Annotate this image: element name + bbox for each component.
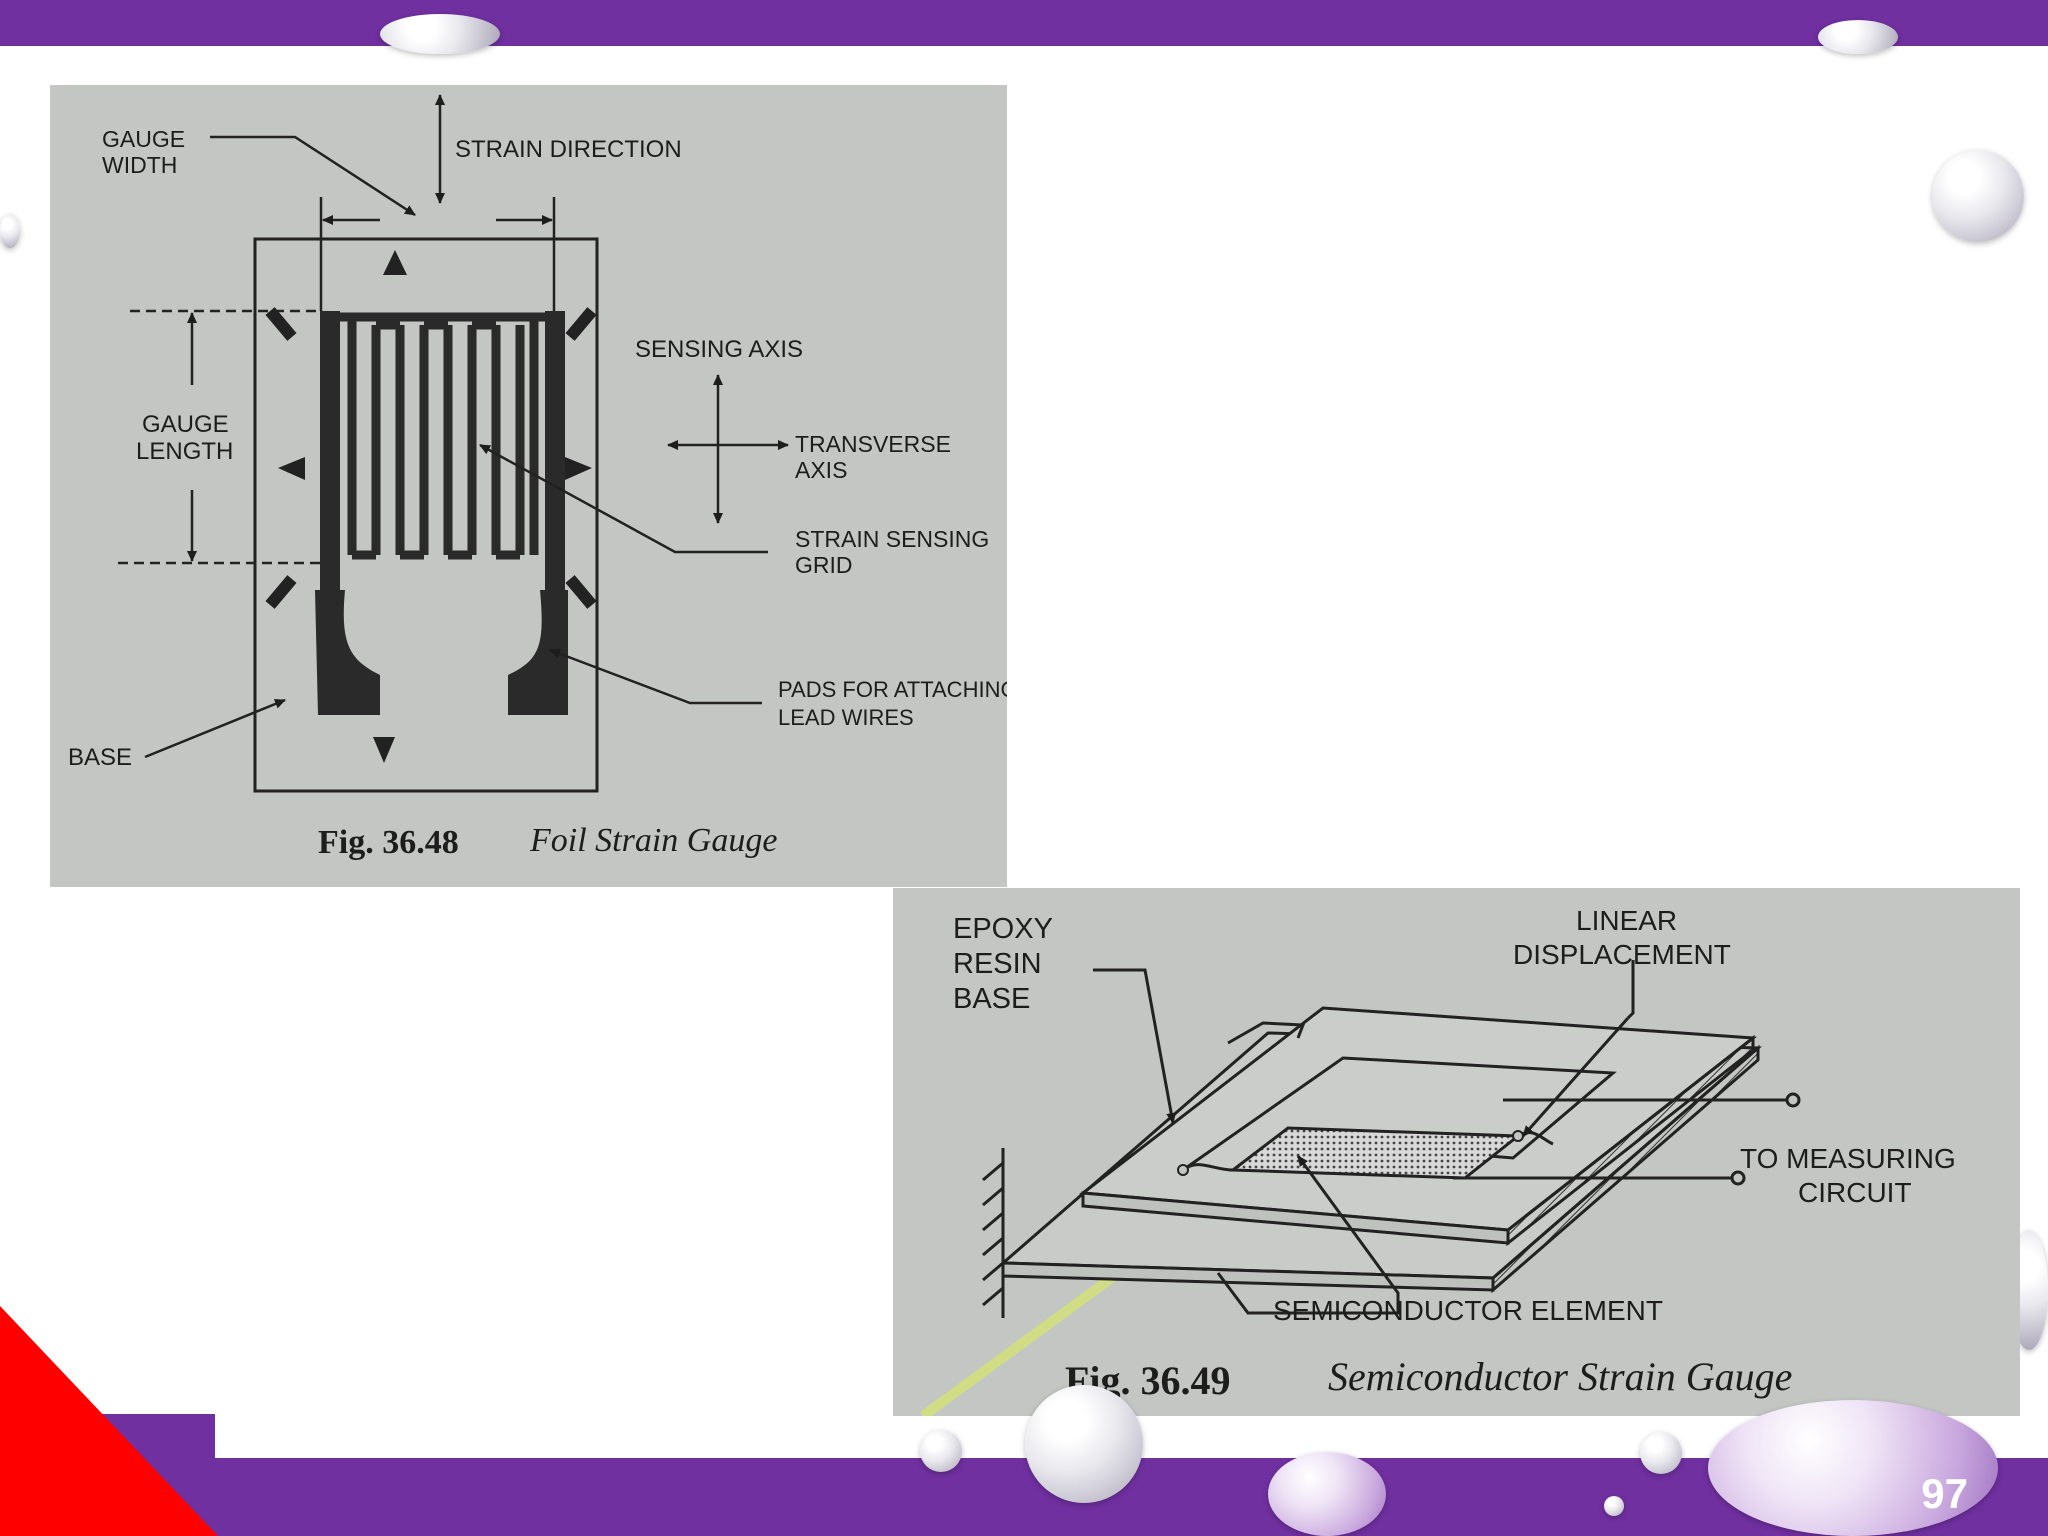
semiconductor-strain-gauge-diagram: EPOXY RESIN BASE LINEAR DISPLACEMENT TO … (920, 905, 1956, 1416)
figure-caption-number: Fig. 36.48 (318, 824, 459, 861)
bubble-decoration (1708, 1400, 1998, 1536)
figure-caption-title: Foil Strain Gauge (529, 822, 777, 859)
label-base: BASE (68, 744, 132, 771)
label-sensing-axis: SENSING AXIS (635, 336, 803, 363)
bottom-band (0, 1458, 2048, 1536)
label-linear-displacement: DISPLACEMENT (1513, 939, 1731, 970)
bubble-decoration (920, 1430, 962, 1472)
top-band (0, 0, 2048, 46)
foil-strain-gauge-diagram: GAUGE WIDTH STRAIN DIRECTION SENSING AXI… (68, 94, 1007, 861)
label-epoxy: RESIN (953, 948, 1042, 980)
label-semiconductor-element: SEMICONDUCTOR ELEMENT (1273, 1295, 1663, 1326)
foil-strain-gauge-figure: GAUGE WIDTH STRAIN DIRECTION SENSING AXI… (50, 85, 1007, 887)
label-transverse-axis: AXIS (795, 457, 847, 483)
label-linear-displacement: LINEAR (1576, 905, 1677, 936)
label-gauge-width: GAUGE (102, 126, 185, 152)
page-number: 97 (1921, 1470, 1968, 1517)
red-accent-triangle (0, 1306, 218, 1536)
semiconductor-strain-gauge-figure: EPOXY RESIN BASE LINEAR DISPLACEMENT TO … (893, 888, 2020, 1416)
label-strain-sensing-grid: STRAIN SENSING (795, 526, 989, 552)
alignment-triangle (383, 250, 407, 275)
label-epoxy: BASE (953, 983, 1030, 1015)
lead-pad-right (508, 590, 568, 715)
bubble-decoration (1268, 1452, 1386, 1536)
label-measuring-circuit: CIRCUIT (1798, 1177, 1912, 1208)
label-pads: LEAD WIRES (778, 705, 914, 730)
base-outline (253, 237, 599, 793)
label-gauge-width: WIDTH (102, 152, 177, 178)
corner-marks (265, 307, 597, 609)
label-strain-sensing-grid: GRID (795, 552, 853, 578)
bubble-decoration (1818, 20, 1898, 54)
bubble-decoration (1604, 1496, 1624, 1516)
semiconductor-element (1228, 1126, 1523, 1180)
grid-lines (340, 312, 545, 560)
bubble-decoration (1640, 1432, 1682, 1474)
label-measuring-circuit: TO MEASURING (1740, 1143, 1956, 1174)
fixed-support (982, 1148, 1005, 1318)
label-transverse-axis: TRANSVERSE (795, 431, 951, 457)
sensing-grid (320, 311, 565, 605)
label-strain-direction: STRAIN DIRECTION (455, 136, 682, 163)
alignment-triangle (565, 457, 592, 480)
label-gauge-length: GAUGE (142, 411, 229, 438)
alignment-triangle (373, 737, 395, 763)
label-pads: PADS FOR ATTACHING (778, 677, 1007, 702)
alignment-triangle (278, 457, 305, 480)
bubble-decoration (0, 214, 20, 248)
lead-pad-left (315, 590, 380, 715)
bubble-decoration (380, 14, 500, 54)
bubble-decoration (1932, 150, 2024, 242)
figure-caption-title: Semiconductor Strain Gauge (1328, 1354, 1792, 1399)
bubble-decoration (1025, 1385, 1143, 1503)
label-gauge-length: LENGTH (136, 438, 233, 465)
label-epoxy: EPOXY (953, 913, 1053, 945)
